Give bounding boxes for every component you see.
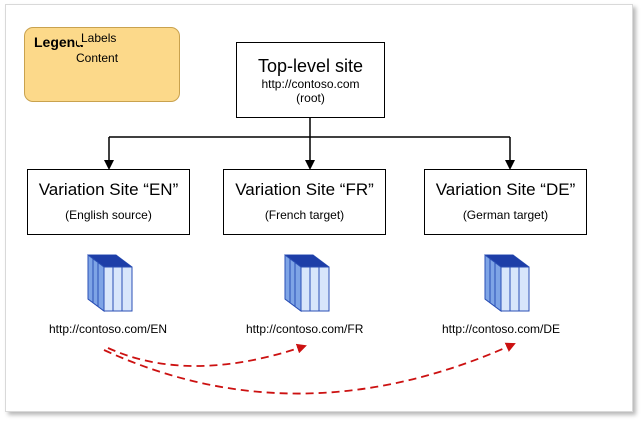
- variation-site-de-box: Variation Site “DE” (German target): [424, 169, 587, 235]
- variation-site-de-subtitle: (German target): [462, 208, 549, 222]
- top-level-site-note: (root): [296, 91, 325, 105]
- site-library-icon: [484, 254, 530, 312]
- variation-site-de-url: http://contoso.com/DE: [442, 322, 561, 336]
- top-level-site-url: http://contoso.com: [261, 77, 360, 91]
- legend-labels-text: Labels: [77, 31, 121, 45]
- site-library-icon: [284, 254, 330, 312]
- variation-site-fr-subtitle: (French target): [264, 208, 345, 222]
- content-arrow-en-to-de: [103, 342, 516, 395]
- top-level-site-box: Top-level site http://contoso.com (root): [236, 42, 385, 118]
- top-level-site-title: Top-level site: [257, 56, 364, 76]
- variation-site-de-title: Variation Site “DE”: [435, 180, 576, 199]
- legend-content-text: Content: [72, 51, 123, 65]
- site-library-icon: [87, 254, 133, 312]
- content-arrow-en-to-fr: [107, 343, 307, 367]
- variation-site-en-title: Variation Site “EN”: [38, 180, 179, 199]
- variation-site-en-subtitle: (English source): [65, 208, 152, 222]
- legend-title: Legend: [34, 34, 84, 50]
- variation-site-fr-url: http://contoso.com/FR: [246, 322, 364, 336]
- variation-site-en-box: Variation Site “EN” (English source): [27, 169, 190, 235]
- variation-site-en-url: http://contoso.com/EN: [49, 322, 168, 336]
- variation-site-fr-box: Variation Site “FR” (French target): [223, 169, 386, 235]
- variation-site-fr-title: Variation Site “FR”: [235, 180, 374, 199]
